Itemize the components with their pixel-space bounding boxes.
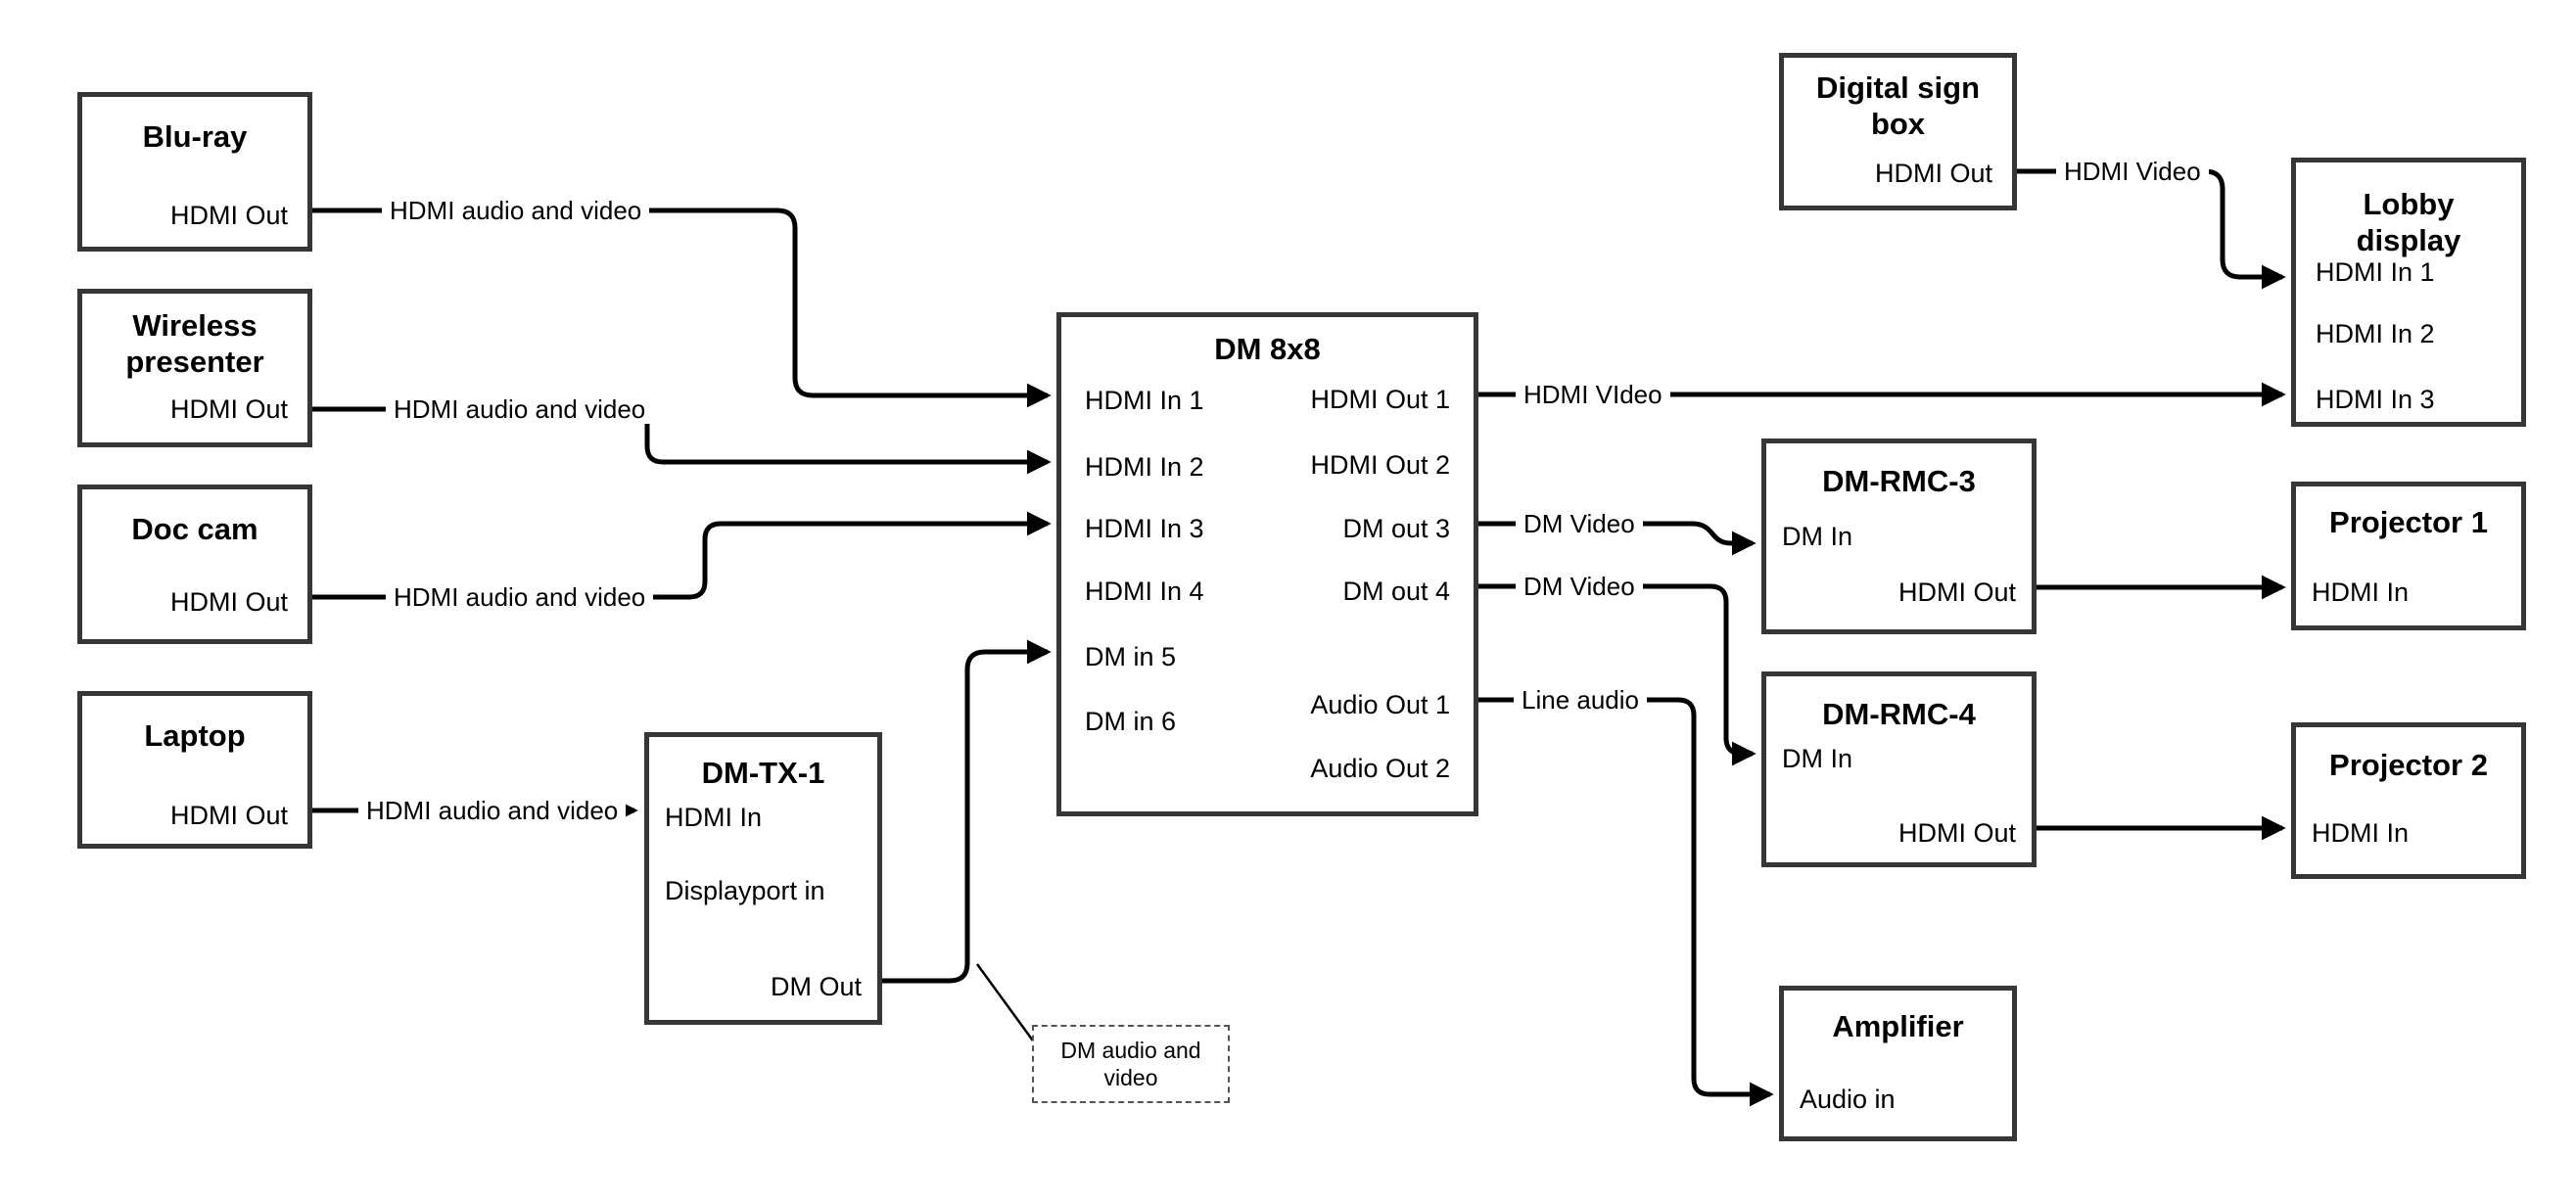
connector-dm8x8-dm-out-3-to-dmrmc3-dm-in [1478, 521, 1756, 556]
device-laptop: Laptop HDMI Out [77, 691, 312, 849]
port-laptop-hdmi-out: HDMI Out [169, 801, 288, 830]
port-amplifier-audio-in: Audio in [1800, 1085, 1896, 1114]
port-dm8x8-audio-out-1: Audio Out 1 [1310, 690, 1450, 719]
port-dm8x8-dm-in-6: DM in 6 [1085, 707, 1177, 736]
port-sign-box-hdmi-out: HDMI Out [1874, 159, 1992, 188]
port-dm-rmc-3-hdmi-out: HDMI Out [1897, 577, 2016, 607]
device-dm-rmc-4-title: DM-RMC-4 [1822, 697, 1976, 731]
connector-dmtx1-dmout-to-dm8x8-dm-in-5 [882, 639, 1052, 984]
wire-label-wireless-hdmi-av: HDMI audio and video [386, 394, 654, 424]
device-wireless-presenter-title: Wireless presenter [125, 308, 264, 379]
callout-leader-line [975, 963, 1037, 1044]
port-dm8x8-hdmi-in-2: HDMI In 2 [1085, 452, 1204, 482]
device-dm-rmc-3-title: DM-RMC-3 [1822, 464, 1976, 498]
port-dm-rmc-4-hdmi-out: HDMI Out [1897, 818, 2016, 848]
wire-label-line-audio: Line audio [1514, 685, 1647, 715]
wire-label-doccam-hdmi-av: HDMI audio and video [386, 582, 654, 612]
port-dm8x8-hdmi-out-1: HDMI Out 1 [1310, 385, 1450, 414]
device-doc-cam: Doc cam HDMI Out [77, 485, 312, 644]
port-dm8x8-dm-out-4: DM out 4 [1342, 577, 1450, 606]
callout-dm-audio-and-video: DM audio and video [1032, 1025, 1230, 1103]
port-lobby-hdmi-in-2: HDMI In 2 [2316, 319, 2435, 348]
port-dm8x8-audio-out-2: Audio Out 2 [1310, 754, 1450, 783]
wire-label-dm-out-3: DM Video [1516, 509, 1643, 538]
port-doc-cam-hdmi-out: HDMI Out [169, 587, 288, 617]
device-dm-rmc-4: DM-RMC-4 DM In HDMI Out [1761, 671, 2037, 867]
device-digital-sign-box: Digital sign box HDMI Out [1779, 53, 2017, 210]
device-laptop-title: Laptop [144, 718, 246, 753]
device-lobby-display-title: Lobby display [2356, 187, 2461, 257]
device-projector-2: Projector 2 HDMI In [2291, 722, 2526, 879]
device-projector-1-title: Projector 1 [2329, 505, 2488, 539]
device-digital-sign-box-title: Digital sign box [1815, 70, 1981, 141]
device-dm-tx-1-title: DM-TX-1 [701, 756, 825, 790]
port-dm8x8-hdmi-in-3: HDMI In 3 [1085, 514, 1204, 543]
device-doc-cam-title: Doc cam [131, 512, 258, 546]
device-bluray: Blu-ray HDMI Out [77, 92, 312, 252]
port-dm8x8-dm-in-5: DM in 5 [1085, 642, 1177, 671]
port-dm-tx-1-displayport-in: Displayport in [665, 876, 825, 905]
port-dm-tx-1-dm-out: DM Out [770, 972, 862, 1001]
port-projector-1-hdmi-in: HDMI In [2312, 577, 2410, 607]
connector-dm8x8-audio-out-1-to-amplifier-audio-in [1478, 697, 1774, 1107]
device-projector-2-title: Projector 2 [2329, 748, 2488, 782]
connector-doccam-to-dm8x8-hdmi-in-3 [312, 511, 1052, 600]
device-amplifier-title: Amplifier [1832, 1009, 1964, 1043]
device-dm-8x8-title: DM 8x8 [1214, 332, 1321, 366]
port-dm-tx-1-hdmi-in: HDMI In [665, 803, 763, 832]
port-lobby-hdmi-in-1: HDMI In 1 [2316, 257, 2435, 287]
device-dm-8x8: DM 8x8 HDMI In 1 HDMI In 2 HDMI In 3 HDM… [1056, 312, 1478, 816]
device-amplifier: Amplifier Audio in [1779, 986, 2017, 1141]
wire-label-bluray-hdmi-av: HDMI audio and video [382, 196, 650, 225]
device-bluray-title: Blu-ray [142, 119, 248, 154]
port-dm8x8-hdmi-in-1: HDMI In 1 [1085, 386, 1204, 415]
connector-dm8x8-dm-out-4-to-dmrmc4-dm-in [1478, 583, 1756, 766]
port-wireless-hdmi-out: HDMI Out [169, 394, 288, 424]
wire-label-hdmi-out-1: HDMI VIdeo [1516, 380, 1670, 409]
connector-bluray-to-dm8x8-hdmi-in-1 [312, 208, 1052, 408]
wire-label-dm-out-4: DM Video [1516, 572, 1643, 601]
wire-label-laptop-hdmi-av: HDMI audio and video [358, 796, 627, 825]
port-dm8x8-hdmi-out-2: HDMI Out 2 [1310, 450, 1450, 480]
device-wireless-presenter: Wireless presenter HDMI Out [77, 289, 312, 447]
port-dm-rmc-3-dm-in: DM In [1782, 522, 1853, 551]
device-dm-tx-1: DM-TX-1 HDMI In Displayport in DM Out [644, 732, 882, 1025]
port-dm-rmc-4-dm-in: DM In [1782, 744, 1853, 773]
port-dm8x8-hdmi-in-4: HDMI In 4 [1085, 577, 1204, 606]
port-dm8x8-dm-out-3: DM out 3 [1342, 514, 1450, 543]
wire-label-signbox-hdmi-video: HDMI Video [2056, 157, 2209, 186]
device-dm-rmc-3: DM-RMC-3 DM In HDMI Out [1761, 439, 2037, 634]
port-lobby-hdmi-in-3: HDMI In 3 [2316, 385, 2435, 414]
device-lobby-display: Lobby display HDMI In 1 HDMI In 2 HDMI I… [2291, 158, 2526, 427]
device-projector-1: Projector 1 HDMI In [2291, 482, 2526, 630]
port-projector-2-hdmi-in: HDMI In [2312, 818, 2410, 848]
port-bluray-hdmi-out: HDMI Out [169, 201, 288, 230]
connector-signbox-to-lobby-hdmi-in-1 [2017, 168, 2286, 290]
